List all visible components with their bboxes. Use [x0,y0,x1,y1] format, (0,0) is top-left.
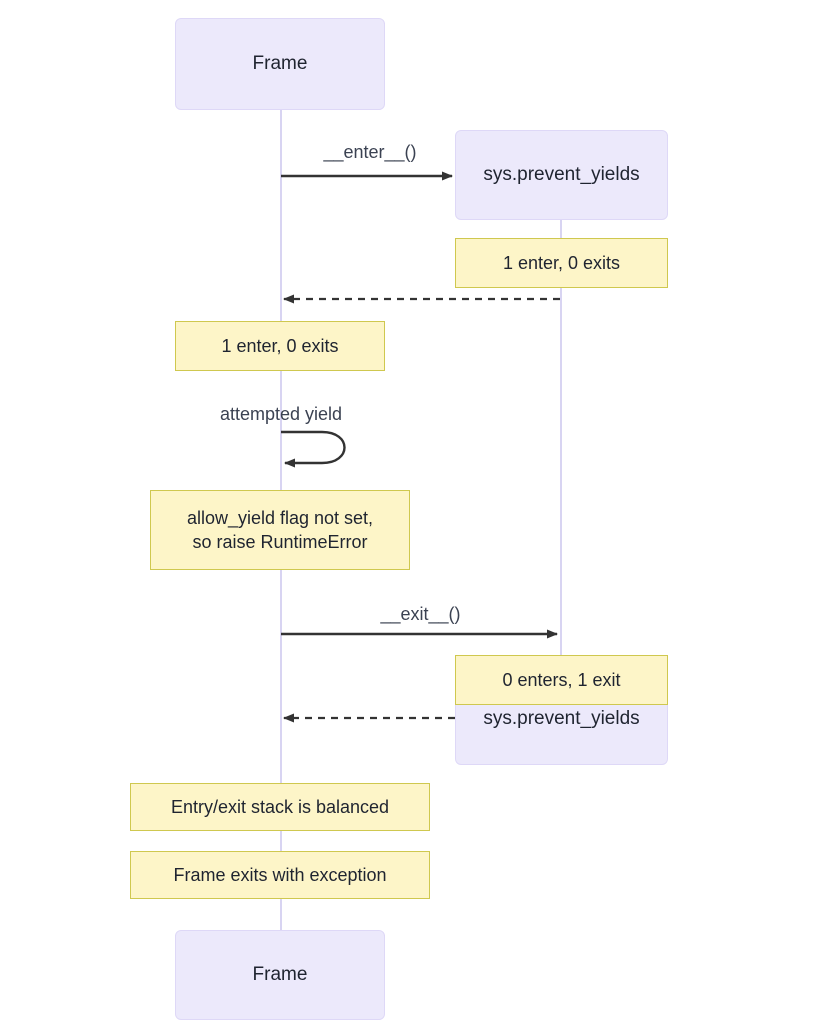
lifeline-prevent-yields [560,220,562,656]
arrow-attempted-yield-loop [281,430,346,468]
message-label-attempted-yield: attempted yield [219,404,343,424]
actor-prevent-yields-top-label: sys.prevent_yields [483,164,640,185]
actor-frame-bottom-label: Frame [252,964,308,985]
note-stack-balanced: Entry/exit stack is balanced [130,783,430,831]
message-label-enter: __enter__() [323,142,417,162]
note-enter-count-left-text: 1 enter, 0 exits [221,335,339,356]
note-stack-balanced-text: Entry/exit stack is balanced [170,796,390,817]
actor-frame-top[interactable]: Frame [175,18,385,110]
note-runtime-error: allow_yield flag not set, so raise Runti… [150,490,410,570]
note-enter-count-right-text: 1 enter, 0 exits [502,252,621,273]
actor-prevent-yields-bottom-label: sys.prevent_yields [483,708,640,729]
note-exit-count-right-text: 0 enters, 1 exit [502,669,621,690]
note-enter-count-right: 1 enter, 0 exits [455,238,668,288]
actor-frame-top-label: Frame [252,53,308,74]
actor-frame-bottom[interactable]: Frame [175,930,385,1020]
message-label-exit: __exit__() [380,604,461,624]
note-runtime-error-text: allow_yield flag not set, so raise Runti… [186,507,374,552]
note-frame-exits-text: Frame exits with exception [173,864,387,885]
note-enter-count-left: 1 enter, 0 exits [175,321,385,371]
actor-prevent-yields-top[interactable]: sys.prevent_yields [455,130,668,220]
note-exit-count-right: 0 enters, 1 exit [455,655,668,705]
note-frame-exits: Frame exits with exception [130,851,430,899]
